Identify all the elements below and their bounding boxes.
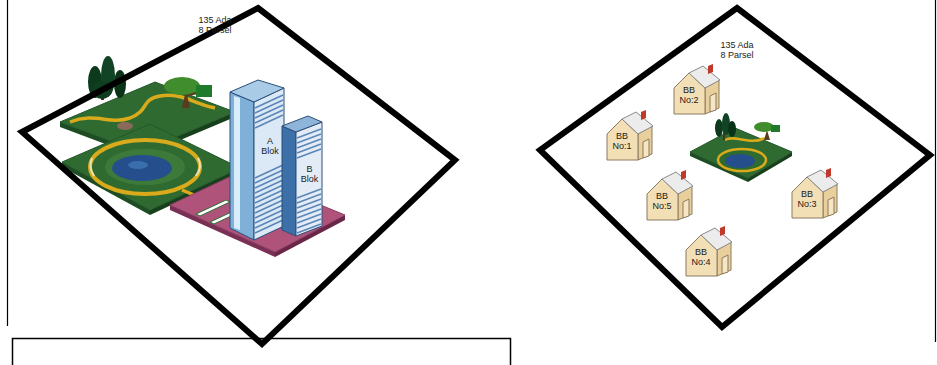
- text-holder: A Blok: [258, 136, 282, 158]
- parcel-label: 135 Ada 8 Parsel: [196, 15, 234, 35]
- window-stripe: [297, 204, 321, 213]
- house-shape: [645, 172, 695, 222]
- plaza: [196, 200, 230, 216]
- house-roof: [689, 66, 720, 88]
- house-label: BB No:1: [608, 131, 636, 151]
- window-stripe: [297, 199, 321, 208]
- tower-face: [230, 92, 254, 240]
- central-park: [725, 154, 755, 168]
- park-tile: [117, 122, 133, 130]
- house-door: [710, 93, 716, 112]
- parcel-label: 135 Ada 8 Parsel: [718, 40, 756, 60]
- house-roof: [807, 170, 838, 192]
- house-roof: [662, 172, 693, 194]
- pond-tile: [90, 140, 200, 194]
- central-park: [718, 149, 766, 171]
- house-chimney: [641, 110, 646, 120]
- tower-node: A Blok: [228, 78, 286, 243]
- round-tree: [196, 85, 212, 97]
- page-frame: [8, 0, 936, 365]
- text-holder: 135 Ada 8 Parsel: [196, 15, 234, 37]
- central-park: [690, 113, 792, 182]
- page-frame: [935, 0, 936, 342]
- parcel-outline: [22, 8, 455, 344]
- towerA-shape: [228, 78, 286, 243]
- block-label: A Blok: [258, 136, 282, 156]
- house-door: [722, 255, 728, 274]
- house-roof: [701, 228, 732, 250]
- house-node: BB No:2: [672, 66, 722, 116]
- pond-tile: [105, 149, 185, 185]
- window-stripe: [297, 144, 321, 153]
- text-holder: BB No:1: [608, 131, 636, 153]
- parcel-outline: [540, 8, 930, 327]
- text-holder: BB No:4: [687, 247, 715, 269]
- window-stripe: [255, 220, 283, 233]
- tower-face: [296, 122, 322, 236]
- house-node: BB No:1: [605, 112, 655, 162]
- central-park: [725, 138, 765, 141]
- text-holder: 135 Ada 8 Parsel: [718, 40, 756, 62]
- house-roof: [622, 112, 653, 134]
- tower-face: [282, 126, 296, 236]
- window-stripe: [297, 189, 321, 198]
- park-tile: [70, 95, 215, 122]
- central-park: [715, 119, 723, 137]
- tower-highlight: [234, 96, 240, 230]
- house-chimney: [708, 64, 713, 74]
- page-frame: [7, 0, 8, 326]
- text-holder: BB No:5: [648, 191, 676, 213]
- text-holder: B Blok: [298, 164, 321, 186]
- pond-tile: [196, 158, 200, 176]
- pond-tile: [90, 158, 94, 176]
- house-node: BB No:5: [645, 172, 695, 222]
- window-stripe: [297, 149, 321, 158]
- window-stripe: [297, 214, 321, 223]
- window-stripe: [297, 139, 321, 148]
- central-park: [690, 128, 792, 178]
- house-node: BB No:3: [790, 170, 840, 220]
- central-park: [771, 125, 780, 132]
- house-chimney: [720, 226, 725, 236]
- house-label: BB No:2: [675, 85, 703, 105]
- house-label: BB No:4: [687, 247, 715, 267]
- parcel-node: 135 Ada 8 Parsel BB No:2 BB No:1 BB No:5 BB …: [532, 0, 937, 335]
- house-door: [828, 197, 834, 216]
- house-chimney: [681, 170, 686, 180]
- house-chimney: [826, 168, 831, 178]
- pond-tile: [112, 155, 172, 181]
- parcel-node: 135 Ada 8 Parsel A Blok B Blok: [14, 0, 464, 352]
- house-door: [643, 139, 649, 158]
- window-stripe: [297, 209, 321, 218]
- central-park: [728, 121, 736, 137]
- round-tree: [164, 77, 212, 108]
- house-node: BB No:4: [684, 228, 734, 278]
- house-label: BB No:5: [648, 191, 676, 211]
- window-stripe: [255, 115, 283, 128]
- window-stripe: [297, 134, 321, 143]
- round-tree: [164, 77, 200, 95]
- window-stripe: [297, 129, 321, 138]
- block-label: B Blok: [298, 164, 321, 184]
- house-shape: [790, 170, 840, 220]
- house-label: BB No:3: [793, 189, 821, 209]
- text-holder: BB No:2: [675, 85, 703, 107]
- house-shape: [605, 112, 655, 162]
- house-shape: [672, 66, 722, 116]
- window-stripe: [297, 219, 321, 228]
- text-holder: BB No:3: [793, 189, 821, 211]
- tower-roof: [282, 116, 322, 132]
- house-shape: [684, 228, 734, 278]
- window-stripe: [297, 224, 321, 233]
- house-door: [683, 199, 689, 218]
- tower-node: B Blok: [280, 116, 324, 238]
- tower-face: [254, 88, 284, 240]
- pond-tile: [128, 161, 148, 169]
- window-stripe: [297, 194, 321, 203]
